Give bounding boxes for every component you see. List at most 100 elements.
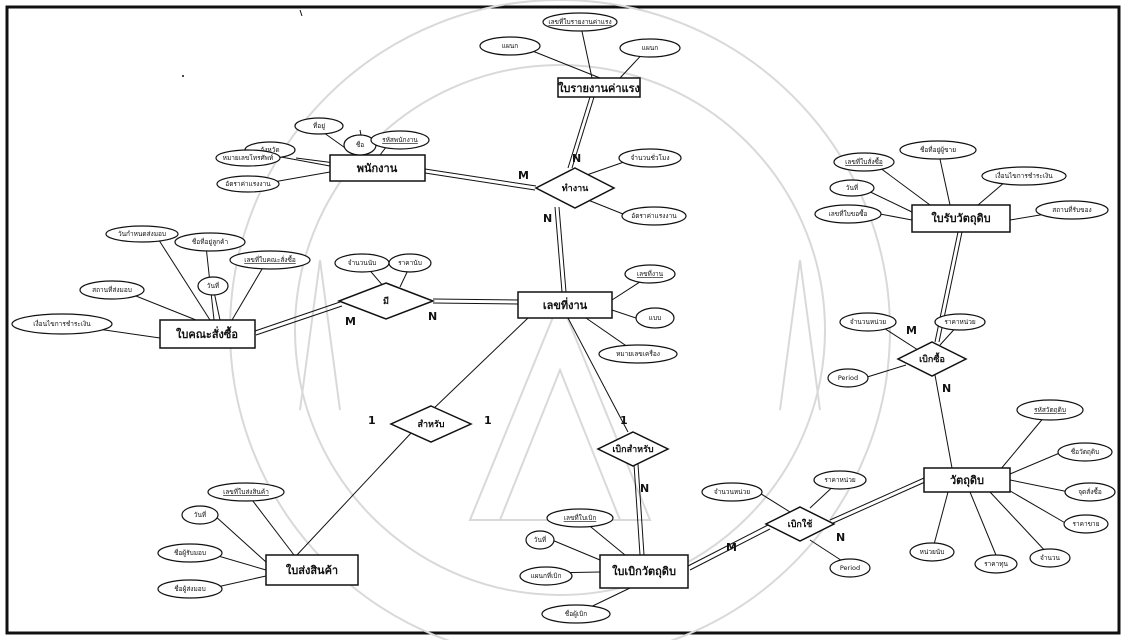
entity-material[interactable]: วัตถุดิบ (923, 467, 1011, 493)
svg-text:ชื่อผู้รับมอบ: ชื่อผู้รับมอบ (174, 548, 206, 557)
entity-job-number[interactable]: เลขที่งาน (517, 291, 613, 319)
relationship-has[interactable]: มี (336, 282, 436, 320)
svg-text:วัตถุดิบ: วัตถุดิบ (950, 474, 984, 488)
svg-text:เลขที่ใบส่งสินค้า: เลขที่ใบส่งสินค้า (223, 487, 269, 496)
svg-text:เลขที่งาน: เลขที่งาน (543, 297, 588, 312)
svg-text:เลขที่ใบขอซื้อ: เลขที่ใบขอซื้อ (829, 209, 868, 218)
attribute-receipt-payment[interactable]: เงื่อนไขการชำระเงิน (981, 166, 1067, 186)
attribute-report-no[interactable]: เลขที่ใบรายงานค่าแรง (542, 12, 618, 32)
svg-text:แผนกที่เบิก: แผนกที่เบิก (531, 571, 562, 580)
svg-text:เลขที่ใบสั่งซื้อ: เลขที่ใบสั่งซื้อ (845, 157, 883, 166)
attribute-dn-date[interactable]: วันที่ (181, 505, 219, 525)
relationship-works[interactable]: ทำงาน (534, 167, 616, 209)
attribute-job-model[interactable]: แบบ (635, 307, 675, 329)
attribute-works-hours[interactable]: จำนวนชั่วโมง (618, 148, 682, 168)
attribute-dn-receiver[interactable]: ชื่อผู้รับมอบ (157, 543, 223, 563)
attribute-po-delivery-date[interactable]: วันกำหนดส่งมอบ (105, 225, 179, 243)
svg-text:เบิกสำหรับ: เบิกสำหรับ (612, 444, 654, 455)
attribute-report-dept-right[interactable]: แผนก (619, 38, 681, 58)
attribute-receipt-no[interactable]: เลขที่ใบสั่งซื้อ (833, 152, 895, 172)
svg-text:ชื่อวัตถุดิบ: ชื่อวัตถุดิบ (1071, 447, 1099, 456)
attribute-job-serial[interactable]: หมายเลขเครื่อง (598, 344, 678, 364)
attribute-dn-sender[interactable]: ชื่อผู้ส่งมอบ (157, 579, 223, 599)
entity-purchase-order[interactable]: ใบคณะสั่งซื้อ (159, 319, 256, 349)
scan-mark (299, 9, 303, 17)
relationships: ทำงาน มี สำหรับ เบิกสำหรับ เบิกซื้อ เบิก… (336, 167, 968, 542)
svg-text:แผนก: แผนก (642, 44, 658, 52)
relationship-withdraw-for[interactable]: เบิกสำหรับ (596, 431, 670, 467)
attribute-req-date[interactable]: วันที่ (525, 530, 555, 550)
entity-material-requisition[interactable]: ใบเบิกวัตถุดิบ (599, 554, 689, 589)
attribute-po-date[interactable]: วันที่ (197, 276, 229, 296)
attribute-po-no[interactable]: เลขที่ใบคณะสั่งซื้อ (229, 250, 311, 270)
attribute-emp-wage-rate[interactable]: อัตราค่าแรงงาน (216, 175, 280, 193)
attribute-report-dept-left[interactable]: แผนก (479, 36, 541, 56)
entity-report[interactable]: ใบรายงานค่าแรง (557, 77, 641, 98)
cardinality-for-delivery: 1 (368, 414, 376, 427)
attribute-wu-period[interactable]: Period (829, 558, 871, 578)
svg-text:หมายเลขโทรศัพท์: หมายเลขโทรศัพท์ (223, 154, 274, 162)
relationship-purchase-withdraw[interactable]: เบิกซื้อ (896, 341, 968, 377)
attribute-mat-sale-price[interactable]: ราคาขาย (1063, 514, 1109, 534)
svg-text:ราคาทุน: ราคาทุน (984, 560, 1008, 568)
attribute-receipt-place[interactable]: สถานที่รับของ (1035, 200, 1109, 220)
attribute-mat-code[interactable]: รหัสวัตถุดิบ (1016, 399, 1084, 421)
attribute-has-price[interactable]: ราคานับ (388, 253, 432, 273)
attribute-works-wage-rate[interactable]: อัตราค่าแรงงาน (621, 206, 687, 226)
svg-text:Period: Period (838, 374, 858, 382)
attribute-mat-cost[interactable]: ราคาทุน (974, 554, 1018, 574)
svg-text:อัตราค่าแรงงาน: อัตราค่าแรงงาน (631, 212, 677, 220)
svg-text:ทำงาน: ทำงาน (562, 183, 589, 194)
attribute-emp-address[interactable]: ที่อยู่ (294, 117, 344, 135)
scan-speck (182, 75, 184, 77)
cardinality-withdraw-for-job: 1 (620, 414, 628, 427)
attribute-pw-unit-qty[interactable]: จำนวนหน่วย (839, 312, 897, 332)
attribute-mat-qty[interactable]: จำนวน (1029, 548, 1071, 568)
attribute-pw-period[interactable]: Period (827, 368, 869, 388)
svg-text:ชื่อที่อยู่ผู้ขาย: ชื่อที่อยู่ผู้ขาย (920, 145, 956, 154)
svg-text:ใบรายงานค่าแรง: ใบรายงานค่าแรง (558, 81, 640, 95)
relationship-for[interactable]: สำหรับ (389, 405, 473, 443)
attribute-dn-no[interactable]: เลขที่ใบส่งสินค้า (207, 482, 285, 502)
svg-text:อัตราค่าแรงงาน: อัตราค่าแรงงาน (225, 180, 271, 188)
svg-text:เลขที่ใบเบิก: เลขที่ใบเบิก (564, 513, 597, 522)
attribute-emp-id[interactable]: รหัสพนักงาน (370, 130, 430, 150)
attribute-wu-unit-price[interactable]: ราคาหน่วย (813, 470, 867, 490)
attribute-wu-unit-qty[interactable]: จำนวนหน่วย (701, 482, 763, 502)
attribute-req-dept[interactable]: แผนกที่เบิก (519, 566, 573, 586)
entity-material-receipt[interactable]: ใบรับวัตถุดิบ (911, 204, 1011, 233)
attribute-req-no[interactable]: เลขที่ใบเบิก (546, 508, 614, 528)
relationship-withdraw-use[interactable]: เบิกใช้ (764, 506, 836, 542)
attribute-receipt-date[interactable]: วันที่ (829, 179, 875, 197)
attribute-receipt-seller[interactable]: ชื่อที่อยู่ผู้ขาย (899, 140, 977, 160)
svg-text:วันกำหนดส่งมอบ: วันกำหนดส่งมอบ (118, 230, 166, 238)
attribute-req-requester[interactable]: ชื่อผู้เบิก (541, 604, 611, 624)
svg-text:ใบรับวัตถุดิบ: ใบรับวัตถุดิบ (931, 211, 990, 226)
svg-text:เลขที่ใบรายงานค่าแรง: เลขที่ใบรายงานค่าแรง (548, 17, 611, 26)
cardinality-has-po: M (345, 315, 356, 328)
attribute-emp-phone-shape[interactable]: หมายเลขโทรศัพท์ (215, 149, 281, 167)
svg-text:ใบคณะสั่งซื้อ: ใบคณะสั่งซื้อ (176, 326, 238, 341)
attribute-receipt-request-no[interactable]: เลขที่ใบขอซื้อ (814, 204, 882, 224)
attribute-has-qty[interactable]: จำนวนนับ (334, 253, 390, 273)
svg-text:วันที่: วันที่ (846, 183, 858, 192)
attribute-mat-name[interactable]: ชื่อวัตถุดิบ (1057, 442, 1113, 462)
attribute-pw-unit-price[interactable]: ราคาหน่วย (934, 313, 986, 331)
attribute-mat-unit[interactable]: หน่วยนับ (909, 542, 955, 562)
attribute-mat-reorder[interactable]: จุดสั่งซื้อ (1064, 482, 1116, 502)
attribute-po-customer[interactable]: ชื่อที่อยู่ลูกค้า (174, 232, 246, 252)
entity-delivery-note[interactable]: ใบส่งสินค้า (265, 554, 359, 586)
svg-text:วันที่: วันที่ (207, 281, 219, 290)
svg-text:หน่วยนับ: หน่วยนับ (920, 548, 945, 556)
attribute-po-delivery-place[interactable]: สถานที่ส่งมอบ (79, 280, 145, 300)
svg-text:ราคาขาย: ราคาขาย (1072, 520, 1099, 528)
attribute-emp-name[interactable]: ชื่อ (343, 134, 377, 156)
cardinality-withdraw-use-material: N (836, 531, 845, 544)
attributes: เลขที่ใบรายงานค่าแรง แผนก แผนก ที่อยู่ จ… (11, 12, 1116, 624)
svg-text:ชื่อที่อยู่ลูกค้า: ชื่อที่อยู่ลูกค้า (192, 237, 229, 246)
entity-employee[interactable]: พนักงาน (329, 154, 426, 182)
attribute-po-payment[interactable]: เงื่อนไขการชำระเงิน (11, 313, 113, 335)
svg-text:เบิกซื้อ: เบิกซื้อ (919, 352, 945, 365)
cardinality-purchase-receipt: M (906, 324, 917, 337)
attribute-job-no[interactable]: เลขที่งาน (624, 264, 676, 284)
